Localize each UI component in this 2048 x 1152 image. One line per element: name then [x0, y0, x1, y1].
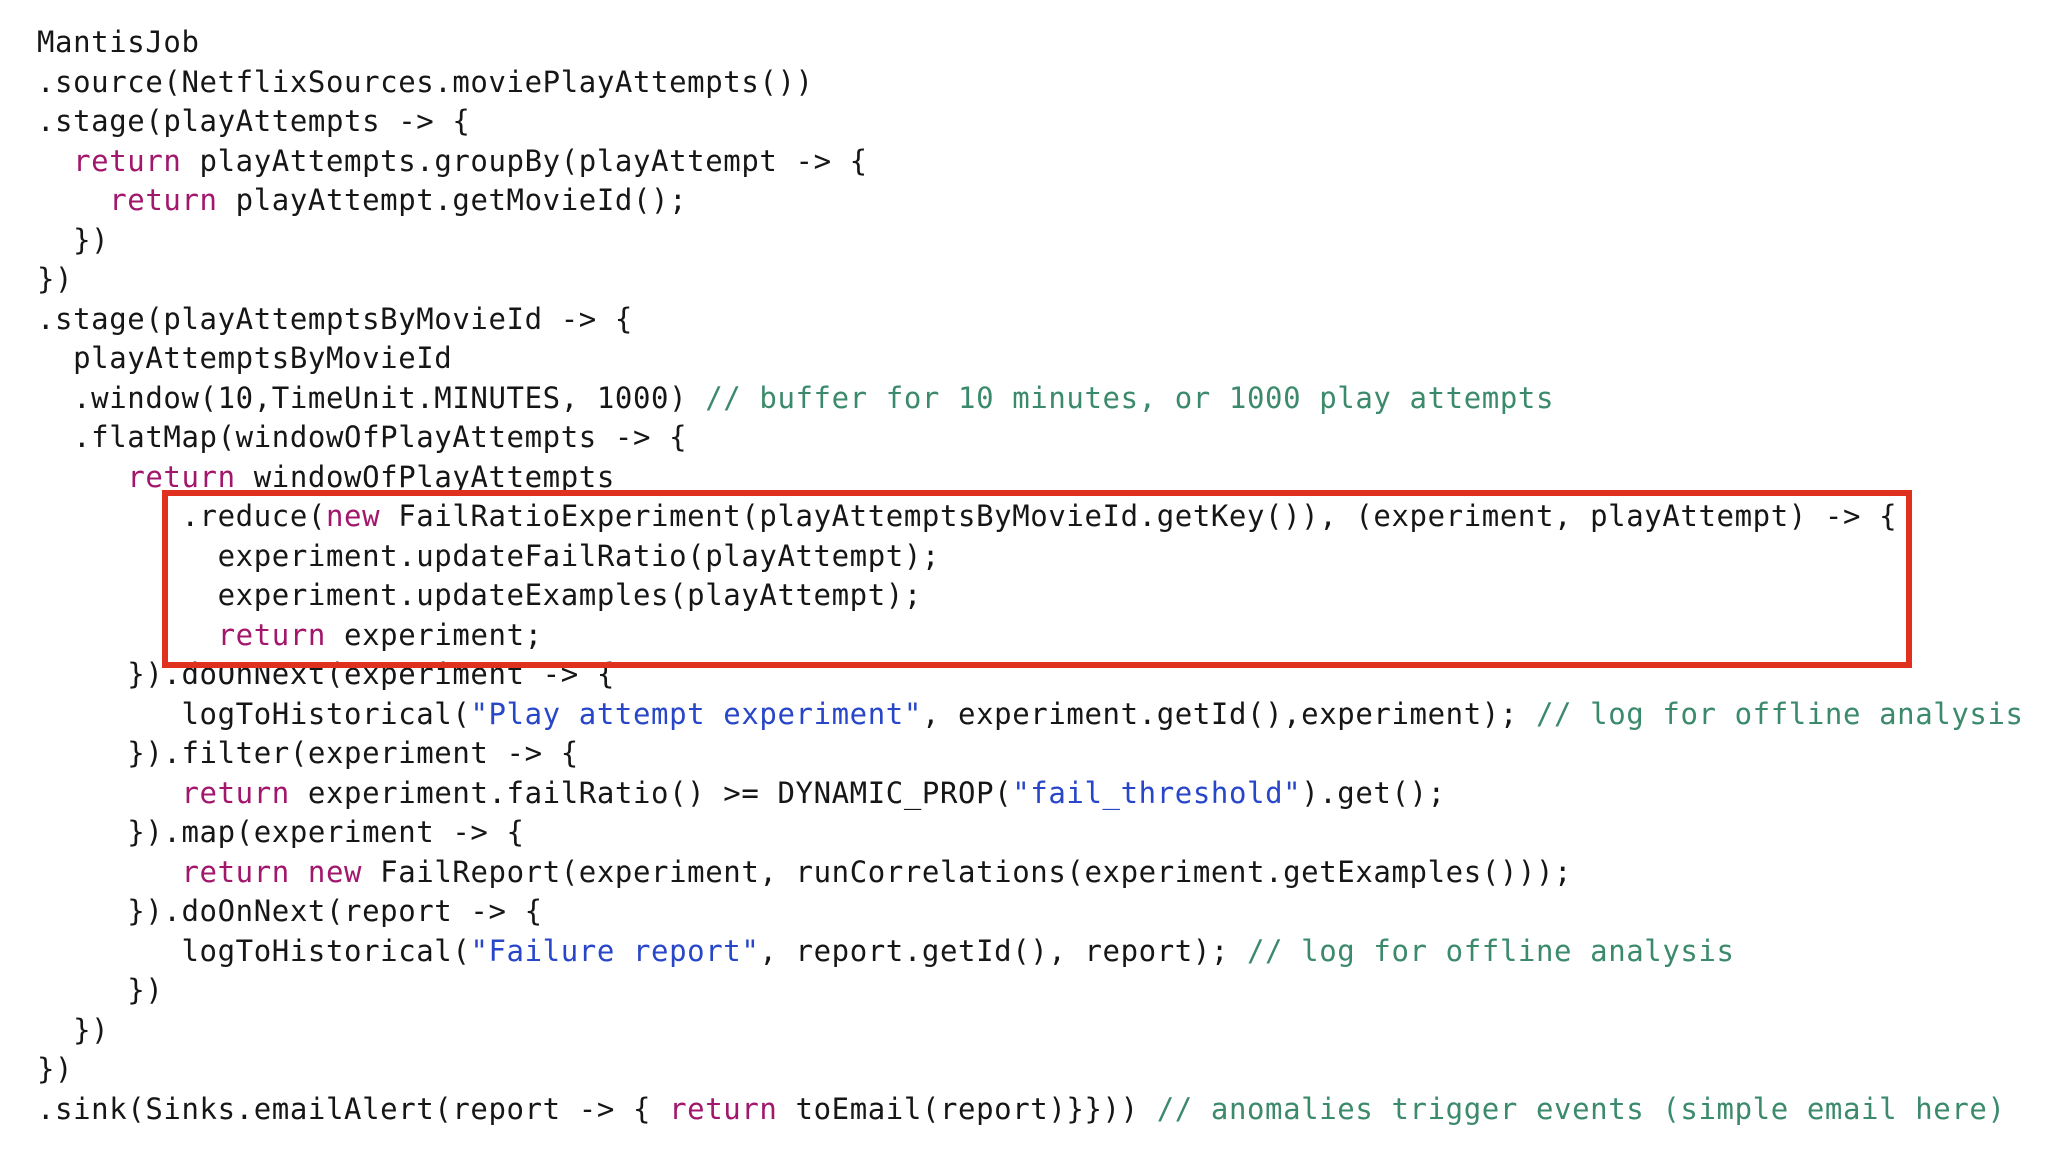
code-line: logToHistorical("Play attempt experiment… — [37, 695, 2024, 735]
code-line: MantisJob — [37, 23, 2024, 63]
code-token: playAttempts.groupBy(playAttempt -> { — [181, 143, 868, 178]
code-token: MantisJob — [37, 25, 200, 59]
code-line: }) — [37, 1011, 2024, 1051]
code-token — [37, 618, 218, 652]
code-line: }) — [37, 971, 2024, 1011]
code-token: experiment.updateExamples(playAttempt); — [37, 578, 922, 612]
code-token: logToHistorical( — [37, 933, 471, 968]
code-line: .sink(Sinks.emailAlert(report -> { retur… — [37, 1090, 2024, 1130]
code-token: .sink(Sinks.emailAlert(report -> { — [37, 1091, 670, 1126]
string-token: "Failure report" — [470, 933, 760, 968]
comment-token: // anomalies trigger events (simple emai… — [1156, 1091, 2006, 1126]
code-line: .reduce(new FailRatioExperiment(playAtte… — [37, 497, 2024, 537]
code-token: }).doOnNext(experiment -> { — [37, 657, 615, 691]
keyword-token: return — [669, 1091, 778, 1126]
comment-token: // log for offline analysis — [1535, 696, 2024, 731]
keyword-token: return — [217, 617, 326, 652]
code-line: }).map(experiment -> { — [37, 813, 2024, 853]
code-token: .reduce( — [37, 499, 326, 533]
code-line: logToHistorical("Failure report", report… — [37, 932, 2024, 972]
code-token: }).doOnNext(report -> { — [37, 894, 543, 928]
code-line: playAttemptsByMovieId — [37, 339, 2024, 379]
code-listing: MantisJob .source(NetflixSources.moviePla… — [37, 23, 2024, 1129]
string-token: "fail_threshold" — [1012, 775, 1302, 810]
code-token — [37, 183, 109, 217]
code-line: return windowOfPlayAttempts — [37, 458, 2024, 498]
code-token: , report.getId(), report); — [759, 933, 1247, 968]
code-token: }) — [37, 222, 110, 257]
code-line: .stage(playAttemptsByMovieId -> { — [37, 300, 2024, 340]
code-line: }) — [37, 221, 2024, 261]
code-token: }) — [37, 1052, 74, 1086]
code-token: }) — [37, 1012, 110, 1047]
code-token: FailReport(experiment, runCorrelations(e… — [362, 854, 1573, 889]
code-token: experiment; — [325, 617, 543, 652]
code-line: experiment.updateExamples(playAttempt); — [37, 576, 2024, 616]
code-token — [37, 144, 73, 178]
code-token: .flatMap(windowOfPlayAttempts -> { — [37, 420, 688, 454]
code-token: }).map(experiment -> { — [37, 815, 525, 849]
code-line: }).doOnNext(experiment -> { — [37, 655, 2024, 695]
keyword-token: return — [73, 143, 182, 178]
code-line: experiment.updateFailRatio(playAttempt); — [37, 537, 2024, 577]
code-line: }) — [37, 260, 2024, 300]
code-line: .flatMap(windowOfPlayAttempts -> { — [37, 418, 2024, 458]
code-line: }).filter(experiment -> { — [37, 734, 2024, 774]
code-line: return experiment.failRatio() >= DYNAMIC… — [37, 774, 2024, 814]
code-token: }).filter(experiment -> { — [37, 736, 579, 770]
code-line: return playAttempts.groupBy(playAttempt … — [37, 142, 2024, 182]
keyword-token: return — [109, 183, 218, 217]
keyword-token: new — [325, 499, 381, 533]
code-token: .stage(playAttempts -> { — [37, 104, 471, 138]
comment-token: // buffer for 10 minutes, or 1000 play a… — [705, 380, 1554, 415]
code-token: playAttempt.getMovieId(); — [217, 183, 688, 217]
comment-token: // log for offline analysis — [1247, 933, 1735, 968]
code-token: }) — [37, 973, 164, 1007]
code-token: ).get(); — [1301, 775, 1446, 810]
code-token: FailRatioExperiment(playAttemptsByMovieI… — [380, 499, 1898, 533]
keyword-token: return — [181, 775, 290, 810]
code-line: return experiment; — [37, 616, 2024, 656]
code-token: windowOfPlayAttempts — [235, 459, 615, 494]
code-line: return playAttempt.getMovieId(); — [37, 181, 2024, 221]
code-line: }) — [37, 1050, 2024, 1090]
code-token — [37, 776, 181, 810]
code-token: .source(NetflixSources.moviePlayAttempts… — [37, 64, 814, 99]
code-token: playAttemptsByMovieId — [37, 341, 453, 375]
code-line: }).doOnNext(report -> { — [37, 892, 2024, 932]
keyword-token: return — [127, 459, 236, 494]
code-token: }) — [37, 262, 74, 296]
code-token — [37, 460, 127, 494]
code-line: .stage(playAttempts -> { — [37, 102, 2024, 142]
code-token: , experiment.getId(),experiment); — [921, 696, 1536, 731]
code-token — [37, 855, 181, 889]
code-line: return new FailReport(experiment, runCor… — [37, 853, 2024, 893]
code-token: .window(10,TimeUnit.MINUTES, 1000) — [37, 380, 706, 415]
code-token: logToHistorical( — [37, 696, 471, 731]
string-token: "Play attempt experiment" — [470, 696, 922, 731]
code-token: experiment.updateFailRatio(playAttempt); — [37, 538, 940, 573]
code-token: .stage(playAttemptsByMovieId -> { — [37, 301, 633, 336]
code-line: .window(10,TimeUnit.MINUTES, 1000) // bu… — [37, 379, 2024, 419]
code-token: toEmail(report)}})) — [777, 1091, 1157, 1126]
code-line: .source(NetflixSources.moviePlayAttempts… — [37, 63, 2024, 103]
code-token: experiment.failRatio() >= DYNAMIC_PROP( — [289, 775, 1013, 810]
keyword-token: return new — [181, 854, 363, 889]
